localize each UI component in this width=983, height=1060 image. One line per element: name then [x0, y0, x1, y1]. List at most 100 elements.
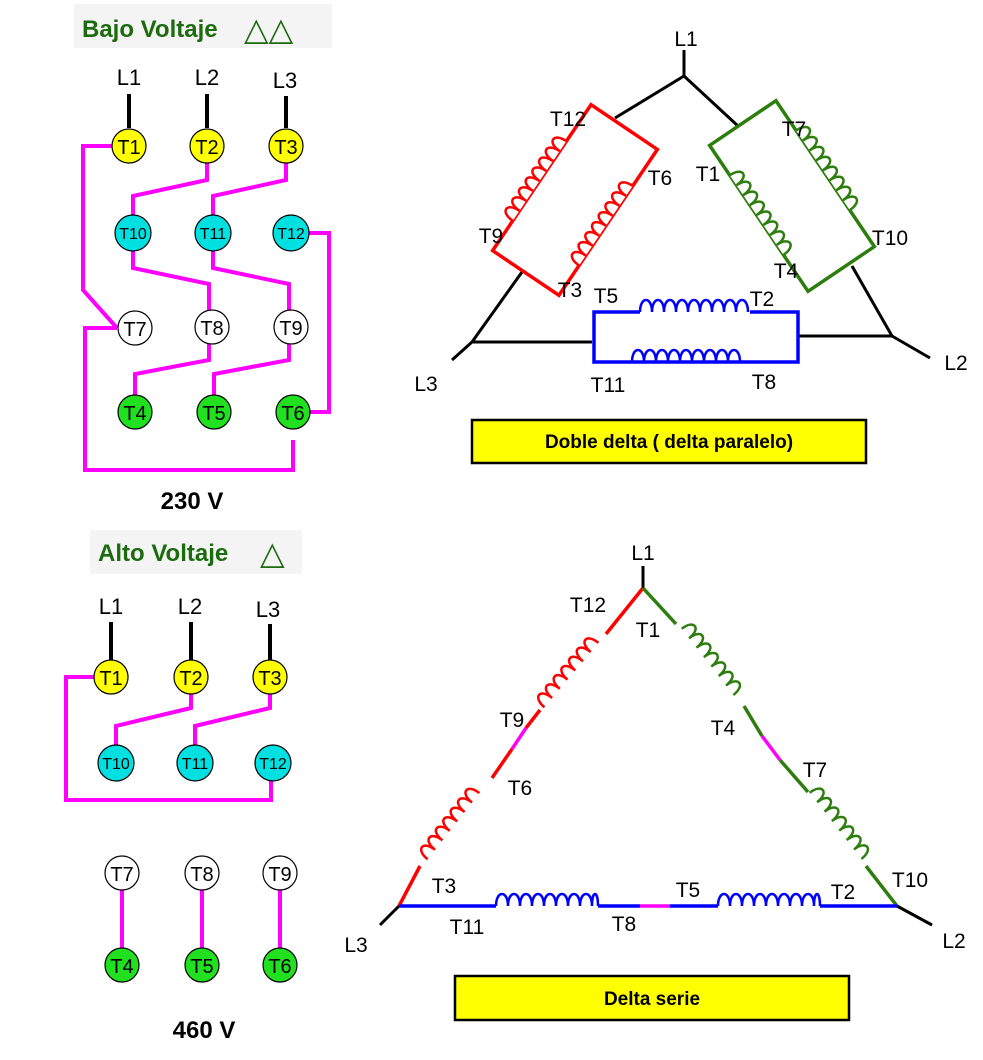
high-voltage-panel: Alto Voltaje △ L1 L2 L3: [64, 534, 298, 1044]
terminal-t8: T8: [190, 864, 213, 886]
terminal-t11: T11: [182, 756, 208, 773]
series-coil-t1-t4: [680, 623, 742, 696]
pd-caption-box: [470, 418, 868, 465]
terminal-t7: T7: [123, 319, 146, 341]
sd-t7: T7: [803, 759, 828, 782]
pd-t11: T11: [591, 374, 626, 397]
low-voltage-title-bg: [74, 4, 332, 48]
series-coil-t7-t10: [808, 787, 870, 860]
sd-t12: T12: [570, 594, 606, 617]
terminal-t11: T11: [200, 226, 226, 243]
terminal-t6: T6: [281, 403, 304, 425]
parallel-delta-frame: [450, 50, 931, 362]
sd-t8: T8: [612, 913, 637, 936]
low-voltage-value: 230 V: [161, 488, 224, 515]
line-label-l1: L1: [117, 65, 141, 90]
double-delta-symbol: △△: [244, 10, 294, 48]
pd-caption: Doble delta ( delta paralelo): [545, 432, 793, 453]
pd-t1: T1: [696, 163, 721, 186]
series-coil-t12-t9: [537, 637, 600, 709]
low-voltage-title: Bajo Voltaje: [82, 16, 218, 43]
terminal-t5: T5: [202, 403, 225, 425]
low-voltage-terminals: [111, 128, 311, 430]
bottom-coil-group: [592, 298, 800, 364]
sd-caption: Delta serie: [604, 989, 700, 1010]
pd-t5: T5: [594, 285, 619, 308]
left-coil-inner: [570, 181, 634, 267]
terminal-t1: T1: [99, 668, 122, 690]
high-voltage-title-bg: [90, 530, 302, 574]
sd-t2: T2: [831, 881, 856, 904]
high-voltage-terminals: [93, 659, 298, 983]
terminal-t4: T4: [110, 956, 133, 978]
high-voltage-title: Alto Voltaje: [98, 540, 228, 567]
pd-t9: T9: [479, 225, 504, 248]
left-coil-group: [490, 102, 660, 298]
terminal-t7: T7: [110, 864, 133, 886]
terminal-t9: T9: [279, 318, 302, 340]
bottom-coil-top: [638, 298, 750, 313]
terminal-t9: T9: [268, 864, 291, 886]
line-label-l2: L2: [178, 594, 202, 619]
bottom-coil-bottom: [630, 348, 742, 363]
sd-line-l1: L1: [631, 542, 654, 565]
terminal-t2: T2: [179, 668, 202, 690]
pd-t3: T3: [558, 279, 583, 302]
series-coil-t5-t2: [716, 892, 822, 907]
left-coil-outer: [504, 136, 568, 222]
high-voltage-value: 460 V: [173, 1017, 236, 1044]
sd-t5: T5: [676, 879, 701, 902]
line-label-l3: L3: [273, 68, 297, 93]
low-voltage-panel: Bajo Voltaje △△ L1 L2 L3: [81, 10, 331, 515]
pd-line-l2: L2: [944, 352, 967, 375]
pd-line-l3: L3: [414, 373, 437, 396]
terminal-t6: T6: [268, 956, 291, 978]
pd-t7: T7: [782, 118, 807, 141]
terminal-t10: T10: [102, 756, 130, 773]
terminal-t10: T10: [119, 226, 147, 243]
sd-t4: T4: [711, 717, 736, 740]
delta-symbol: △: [260, 534, 285, 572]
pd-t6: T6: [648, 167, 673, 190]
sd-line-l2: L2: [942, 930, 965, 953]
pd-t8: T8: [752, 371, 777, 394]
series-delta-diagram: L1 L3 L2 T12 T9 T6 T3 T1 T4 T7 T10 T11 T…: [344, 542, 966, 1022]
sd-t9: T9: [500, 709, 525, 732]
sd-t6: T6: [508, 777, 533, 800]
sd-line-l3: L3: [344, 934, 367, 957]
pd-line-l1: L1: [674, 28, 697, 51]
pd-t2: T2: [750, 288, 775, 311]
series-bottom-side: [399, 892, 897, 908]
line-label-l3: L3: [256, 597, 280, 622]
sd-t11: T11: [450, 916, 485, 939]
series-right-side: [641, 586, 899, 908]
terminal-t3: T3: [258, 668, 281, 690]
pd-t10: T10: [872, 227, 908, 250]
low-voltage-terminal-labels: T1 T2 T3 T10 T11 T12 T7 T8 T9 T4 T5 T6: [117, 137, 305, 425]
terminal-t12: T12: [277, 226, 305, 243]
right-coil-inner: [729, 170, 792, 256]
high-voltage-terminal-labels: T1 T2 T3 T10 T11 T12 T7 T8 T9 T4 T5 T6: [99, 668, 291, 978]
series-left-side: [397, 586, 645, 907]
sd-t3: T3: [432, 875, 457, 898]
series-coil-t11-t8: [494, 892, 600, 907]
terminal-t5: T5: [190, 956, 213, 978]
line-label-l2: L2: [195, 65, 219, 90]
pd-t12: T12: [550, 108, 586, 131]
low-voltage-jumpers: [81, 144, 331, 472]
right-coil-group: [707, 98, 877, 294]
sd-caption-box: [453, 974, 851, 1022]
terminal-t1: T1: [117, 137, 140, 159]
right-coil-outer: [795, 125, 859, 212]
high-voltage-jumpers: [64, 675, 282, 948]
line-label-l1: L1: [99, 594, 123, 619]
sd-t10: T10: [892, 869, 928, 892]
pd-t4: T4: [774, 260, 799, 283]
terminal-t12: T12: [259, 756, 287, 773]
sd-t1: T1: [636, 619, 661, 642]
terminal-t3: T3: [274, 137, 297, 159]
series-coil-t6-t3: [419, 787, 481, 861]
terminal-t2: T2: [195, 137, 218, 159]
terminal-t4: T4: [123, 403, 146, 425]
